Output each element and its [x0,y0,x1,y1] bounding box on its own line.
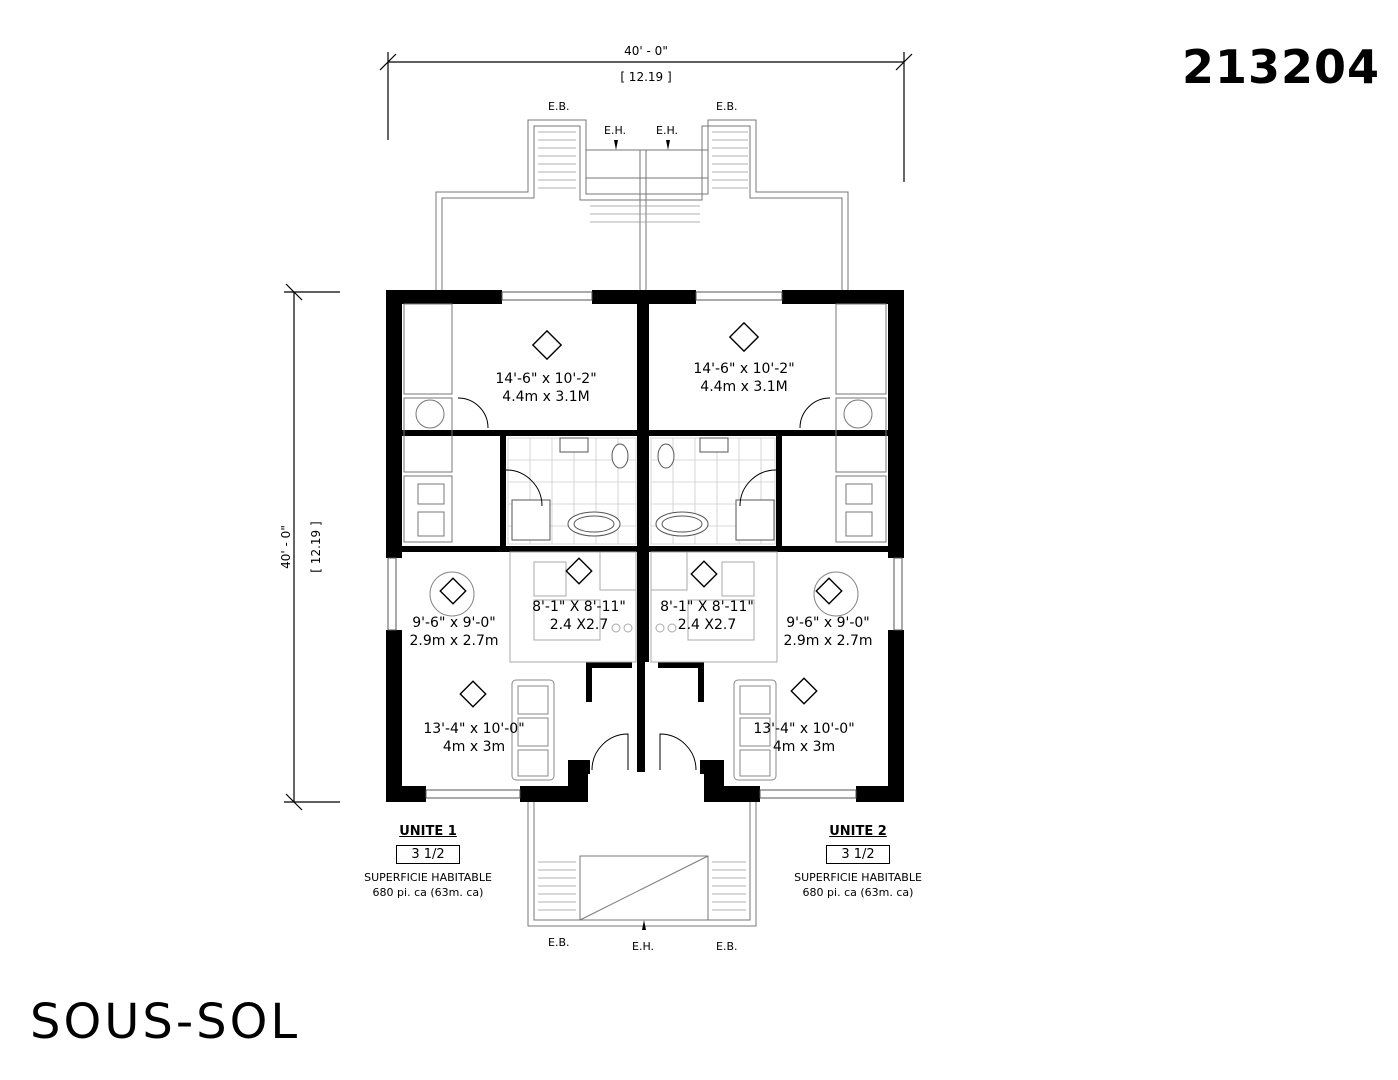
bedroom-dim-metric: 4.4m x 3.1M [700,379,788,395]
doors [457,397,831,771]
living-furniture [511,679,777,781]
kitchen-label-unit-1: 8'-1" X 8'-11" 2.4 X2.7 [520,598,638,634]
kitchen-icon-1 [565,557,593,585]
bedroom-label-unit-1: 14'-6" x 10'-2" 4.4m x 3.1M [476,370,616,406]
top-dimension-line [379,52,913,182]
bedroom-label-unit-2: 14'-6" x 10'-2" 4.4m x 3.1M [674,360,814,396]
bedroom-dim-imperial: 14'-6" x 10'-2" [495,371,597,387]
kitchen-dim-imperial: 8'-1" X 8'-11" [532,599,626,615]
rear-stair-treads [538,131,748,223]
unit-1-area: 680 pi. ca (63m. ca) [372,886,484,899]
unit-2-summary: UNITE 2 3 1/2 SUPERFICIE HABITABLE 680 p… [770,824,946,900]
kitchen-icon-2 [690,560,718,588]
living-dim-imperial: 13'-4" x 10'-0" [753,721,855,737]
front-arrow [642,920,646,930]
dining-icon-2 [815,577,843,605]
bedroom-icon-2 [728,321,760,353]
living-dim-metric: 4m x 3m [772,739,836,755]
rear-arrows [614,140,670,150]
living-icon-1 [459,680,487,708]
unit-2-area-label: SUPERFICIE HABITABLE [794,871,922,884]
eh-marker-rear-left: E.H. [604,124,627,137]
eh-marker-rear-right: E.H. [656,124,679,137]
kitchen-dim-metric: 2.4 X2.7 [549,617,609,633]
dining-dim-metric: 2.9m x 2.7m [783,633,873,649]
left-dimension-line [284,283,340,811]
unit-1-summary: UNITE 1 3 1/2 SUPERFICIE HABITABLE 680 p… [340,824,516,900]
living-icon-2 [790,677,818,705]
level-name: SOUS-SOL [30,994,301,1050]
dining-label-unit-1: 9'-6" x 9'-0" 2.9m x 2.7m [396,614,512,650]
dining-dim-metric: 2.9m x 2.7m [409,633,499,649]
eh-marker-front: E.H. [632,940,655,953]
kitchen-dim-imperial: 8'-1" X 8'-11" [660,599,754,615]
rear-stairs [435,119,849,292]
dining-dim-imperial: 9'-6" x 9'-0" [786,615,870,631]
utility-rooms [403,303,887,543]
eb-marker-rear-right: E.B. [716,100,738,113]
depth-imperial: 40' - 0" [279,525,293,569]
front-stair-treads [538,861,746,911]
width-imperial: 40' - 0" [624,44,668,58]
eb-marker-front-right: E.B. [716,940,738,953]
living-dim-metric: 4m x 3m [442,739,506,755]
windows [387,291,903,799]
front-stairs [527,802,757,927]
unit-1-title: UNITE 1 [399,824,457,839]
eb-marker-rear-left: E.B. [548,100,570,113]
unit-2-area: 680 pi. ca (63m. ca) [802,886,914,899]
kitchen-dim-metric: 2.4 X2.7 [677,617,737,633]
unit-2-title: UNITE 2 [829,824,887,839]
bedroom-icon-1 [531,329,563,361]
interior-walls [402,430,889,702]
width-metric: [ 12.19 ] [620,70,672,84]
living-label-unit-1: 13'-4" x 10'-0" 4m x 3m [412,720,536,756]
kitchen-counters [509,551,778,663]
unit-1-area-label: SUPERFICIE HABITABLE [364,871,492,884]
eb-marker-front-left: E.B. [548,936,570,949]
bedroom-dim-metric: 4.4m x 3.1M [502,389,590,405]
plan-number: 213204 [1182,40,1381,94]
dining-dim-imperial: 9'-6" x 9'-0" [412,615,496,631]
unit-1-type: 3 1/2 [396,845,460,864]
dining-label-unit-2: 9'-6" x 9'-0" 2.9m x 2.7m [770,614,886,650]
living-label-unit-2: 13'-4" x 10'-0" 4m x 3m [742,720,866,756]
depth-metric: [ 12.19 ] [309,521,323,573]
bedroom-dim-imperial: 14'-6" x 10'-2" [693,361,795,377]
dining-icon-1 [439,577,467,605]
unit-2-type: 3 1/2 [826,845,890,864]
room-icons [439,321,843,708]
kitchen-label-unit-2: 8'-1" X 8'-11" 2.4 X2.7 [648,598,766,634]
dining-tables [429,571,859,617]
exterior-walls [386,290,904,802]
bathroom-fixtures [511,437,775,541]
living-dim-imperial: 13'-4" x 10'-0" [423,721,525,737]
